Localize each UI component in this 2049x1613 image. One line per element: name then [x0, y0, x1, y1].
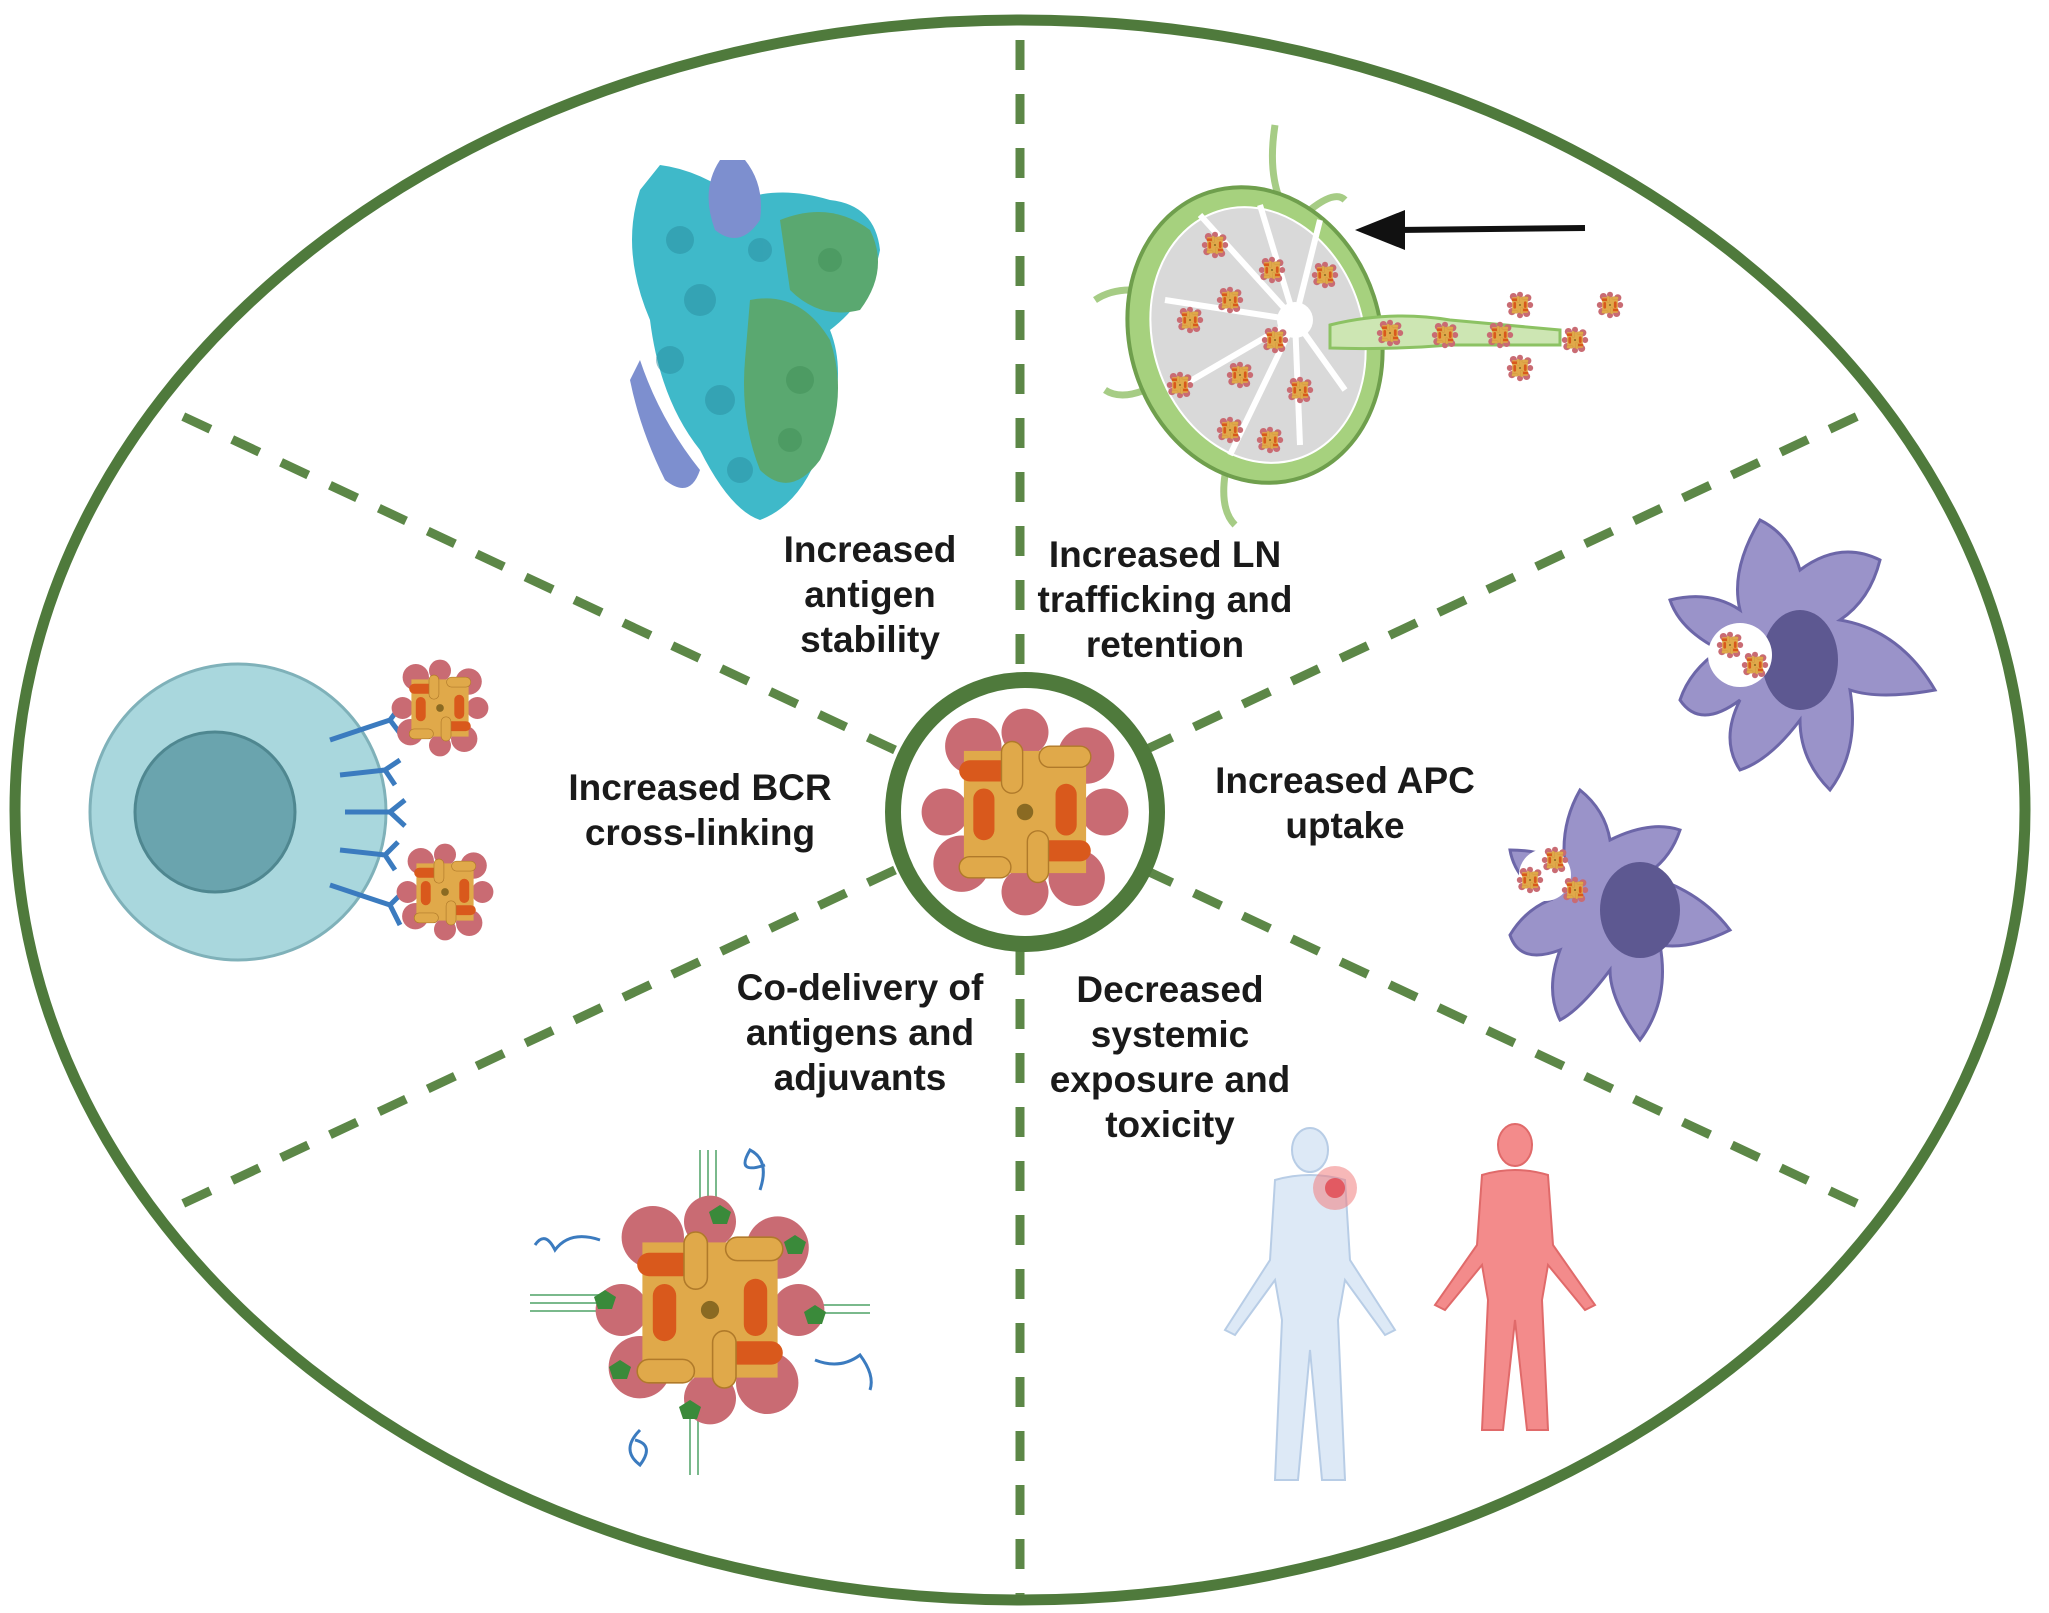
dashed-dividers	[178, 40, 1862, 1595]
center-nanoparticle	[885, 672, 1165, 952]
label-apc-uptake: Increased APC uptake	[1215, 760, 1475, 846]
bcr-nanoparticle-top	[391, 659, 489, 757]
human-figure-right	[1433, 1123, 1597, 1431]
bcr-nanoparticle-bottom	[396, 843, 494, 941]
spike-protein-icon	[630, 160, 880, 520]
arrow-icon	[1355, 210, 1586, 250]
human-figures-icon	[1223, 1123, 1597, 1481]
label-antigen-stability: Increased antigen stability	[783, 529, 957, 660]
nanoparticle-icon	[920, 707, 1130, 917]
lymph-node-icon	[1093, 124, 1624, 528]
divider-upper-right	[1143, 410, 1862, 755]
divider-lower-left	[178, 865, 897, 1210]
label-systemic-exposure: Decreased systemic exposure and toxicity	[1049, 969, 1291, 1145]
divider-lower-right	[1143, 865, 1862, 1210]
divider-upper-left	[178, 410, 897, 755]
b-cell-icon	[88, 659, 494, 962]
label-co-delivery: Co-delivery of antigens and adjuvants	[736, 967, 984, 1098]
human-figure-left	[1223, 1127, 1397, 1481]
label-bcr-crosslinking: Increased BCR cross-linking	[568, 767, 832, 853]
label-ln-trafficking: Increased LN trafficking and retention	[1037, 534, 1293, 665]
dendritic-cell-icon	[1508, 518, 1938, 1043]
adjuvant-nanoparticle-icon	[530, 1148, 873, 1475]
